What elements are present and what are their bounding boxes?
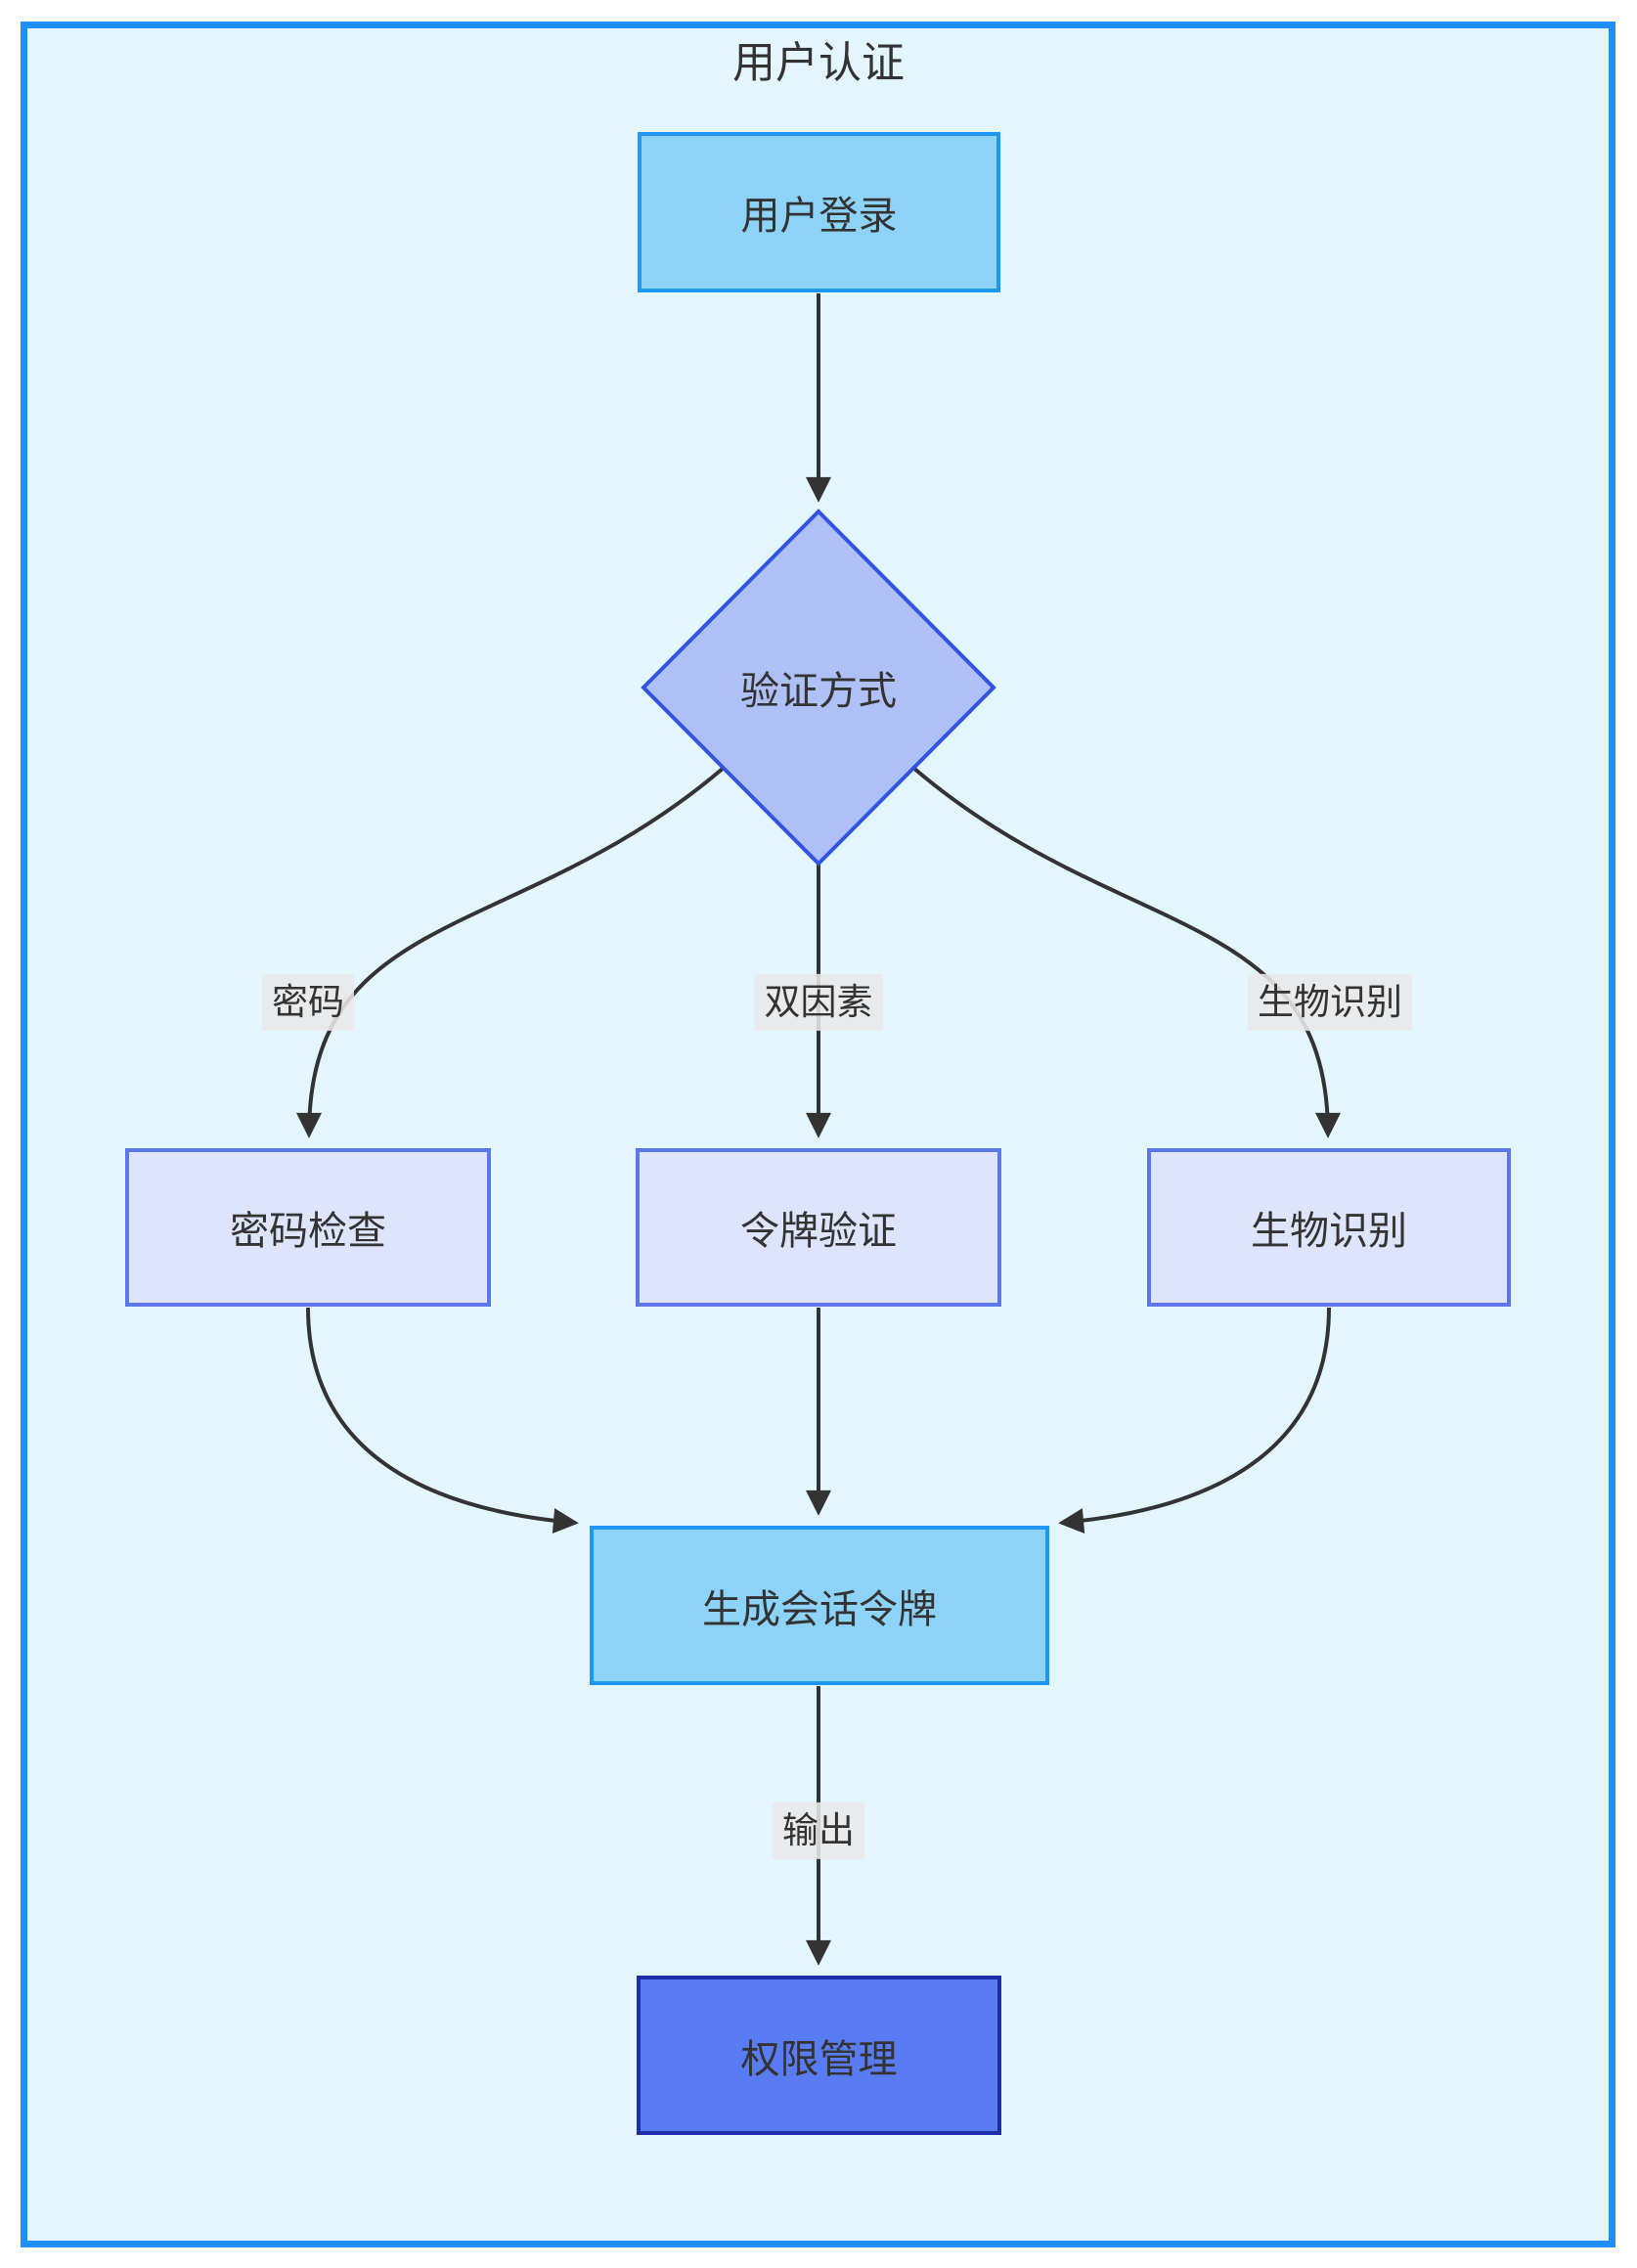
node-permission: 权限管理 (637, 1976, 1001, 2135)
edge-password-check-to-session (306, 1307, 579, 1534)
node-session-token-label: 生成会话令牌 (702, 1587, 937, 1631)
node-password-check: 密码检查 (125, 1148, 491, 1307)
edge-label-output: 输出 (773, 1801, 864, 1860)
decision-diamond (641, 509, 996, 867)
node-decision-label: 验证方式 (740, 670, 897, 713)
node-user-login-label: 用户登录 (740, 195, 898, 238)
edge-decision-to-biometric (911, 766, 1341, 1138)
node-password-check-label: 密码检查 (230, 1210, 386, 1253)
edge-biometric-to-session (1058, 1307, 1331, 1534)
node-token-verify: 令牌验证 (636, 1148, 1001, 1307)
node-biometric: 生物识别 (1147, 1148, 1511, 1307)
node-token-verify-label: 令牌验证 (740, 1210, 897, 1253)
edge-label-two-factor: 双因素 (754, 973, 883, 1032)
node-permission-label: 权限管理 (740, 2037, 898, 2081)
diagram-title: 用户认证 (732, 39, 905, 87)
edge-label-biometric: 生物识别 (1248, 973, 1412, 1032)
edge-decision-to-password-check (296, 766, 726, 1138)
node-session-token: 生成会话令牌 (590, 1526, 1049, 1685)
node-biometric-label: 生物识别 (1251, 1210, 1407, 1253)
edge-label-password: 密码 (262, 973, 354, 1032)
node-user-login: 用户登录 (638, 132, 1000, 292)
